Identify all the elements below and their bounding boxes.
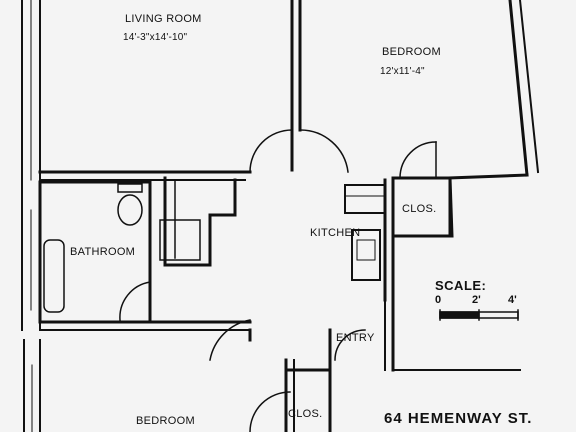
right-closet bbox=[391, 141, 452, 238]
bathtub bbox=[43, 239, 65, 313]
hall-closet bbox=[159, 176, 237, 267]
scale-title: SCALE: bbox=[435, 278, 487, 293]
scale-bar bbox=[439, 309, 519, 321]
kitchen-door-swing bbox=[249, 129, 349, 173]
bedroom-exterior-wall bbox=[448, 0, 540, 238]
bathroom-label: BATHROOM bbox=[70, 246, 136, 258]
bedroom-top-size: 12'x11'-4" bbox=[380, 66, 425, 77]
scale-tick-2: 2' bbox=[472, 294, 481, 306]
toilet bbox=[117, 183, 143, 226]
bathroom-door-swing bbox=[119, 281, 151, 321]
living-bedroom-partition bbox=[290, 0, 302, 172]
bathroom-walls bbox=[38, 180, 252, 331]
left-exterior-wall bbox=[21, 0, 41, 432]
kitchen-label: KITCHEN bbox=[310, 227, 361, 239]
entry-label: ENTRY bbox=[336, 332, 375, 344]
address-label: 64 HEMENWAY ST. bbox=[384, 410, 533, 427]
bedroom-bottom-label: BEDROOM bbox=[136, 415, 195, 427]
closet-right-label: CLOS. bbox=[402, 203, 437, 215]
entry-walls bbox=[328, 234, 521, 432]
bottom-bedroom-walls bbox=[209, 319, 332, 432]
scale-tick-0: 0 bbox=[435, 294, 442, 306]
living-room-label: LIVING ROOM bbox=[125, 13, 202, 25]
living-room-size: 14'-3"x14'-10" bbox=[123, 32, 188, 43]
bedroom-top-label: BEDROOM bbox=[382, 46, 441, 58]
scale-tick-4: 4' bbox=[508, 294, 517, 306]
kitchen-counters bbox=[344, 178, 394, 302]
closet-bottom-label: CLOS. bbox=[288, 408, 323, 420]
